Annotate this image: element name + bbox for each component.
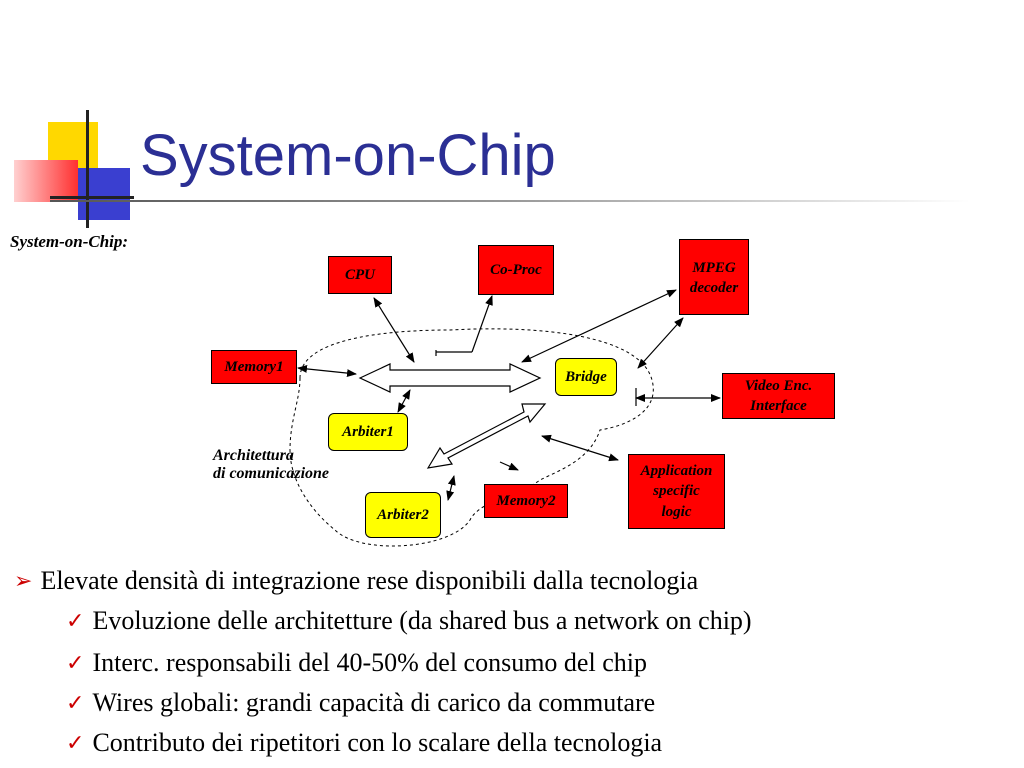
application-logic-block: Application specific logic	[628, 454, 725, 529]
coproc-block: Co-Proc	[478, 245, 554, 295]
sub-bullet-text: Evoluzione delle architetture (da shared…	[92, 606, 752, 635]
logo-vertical-line	[86, 110, 89, 228]
main-bullet-text: Elevate densità di integrazione rese dis…	[40, 566, 699, 595]
memory1-label: Memory1	[224, 358, 284, 375]
arbiter1-link	[397, 389, 411, 413]
checkmark-icon: ✓	[66, 608, 85, 633]
arbiter1-block: Arbiter1	[328, 413, 408, 451]
cpu-label: CPU	[345, 266, 375, 283]
checkmark-icon: ✓	[66, 730, 85, 755]
architecture-label-line2: di comunicazione	[213, 465, 330, 482]
checkmark-icon: ✓	[66, 650, 85, 675]
video-label-line1: Video Enc.	[744, 377, 813, 394]
coproc-label: Co-Proc	[490, 262, 542, 278]
arbiter2-block: Arbiter2	[365, 492, 441, 538]
arbiter2-link	[446, 475, 456, 501]
app-label-line1: Application	[640, 463, 713, 480]
diagonal-bus-arrow	[426, 403, 547, 469]
diagram-subtitle: System-on-Chip:	[10, 232, 129, 251]
cpu-link	[373, 297, 415, 363]
sub-bullet: ✓ Evoluzione delle architetture (da shar…	[66, 606, 752, 636]
mpeg-label-line1: MPEG	[692, 260, 736, 276]
bridge-mpeg-link	[637, 317, 684, 369]
app-label-line3: logic	[661, 503, 692, 520]
arbiter1-label: Arbiter1	[342, 423, 394, 440]
main-bullet: ➢ Elevate densità di integrazione rese d…	[14, 566, 698, 596]
video-label-line2: Interface	[750, 398, 807, 414]
mpeg-decoder-block: MPEG decoder	[679, 239, 749, 315]
coproc-link	[471, 295, 493, 353]
memory1-block: Memory1	[211, 350, 297, 384]
bridge-label: Bridge	[565, 368, 607, 385]
memory2-link	[499, 461, 519, 471]
mpeg-link	[521, 289, 677, 363]
logo-horizontal-line	[50, 196, 134, 199]
sub-bullet: ✓ Interc. responsabili del 40-50% del co…	[66, 648, 647, 678]
architecture-label: Architettura di comunicazione	[213, 447, 329, 483]
logo-red-square	[14, 160, 78, 202]
architecture-label-line1: Architettura	[213, 447, 294, 464]
slide-title: System-on-Chip	[140, 123, 556, 188]
slide-logo	[10, 110, 140, 230]
app-logic-link	[541, 434, 619, 462]
arrow-bullet-icon: ➢	[14, 568, 33, 593]
video-enc-block: Video Enc. Interface	[722, 373, 835, 419]
memory2-block: Memory2	[484, 484, 568, 518]
app-label-line2: specific	[653, 483, 700, 500]
sub-bullet-text: Wires globali: grandi capacità di carico…	[92, 688, 656, 717]
checkmark-icon: ✓	[66, 690, 85, 715]
sub-bullet: ✓ Wires globali: grandi capacità di cari…	[66, 688, 655, 718]
arbiter2-label: Arbiter2	[377, 506, 429, 523]
sub-bullet-text: Contributo dei ripetitori con lo scalare…	[92, 728, 663, 757]
bridge-block: Bridge	[555, 358, 617, 396]
title-divider	[50, 200, 970, 202]
cpu-block: CPU	[328, 256, 392, 294]
main-bus-arrow	[358, 363, 542, 393]
memory1-link	[297, 364, 357, 378]
mpeg-label-line2: decoder	[689, 280, 739, 297]
sub-bullet-text: Interc. responsabili del 40-50% del cons…	[92, 648, 647, 677]
memory2-label: Memory2	[496, 492, 556, 509]
sub-bullet: ✓ Contributo dei ripetitori con lo scala…	[66, 728, 662, 758]
